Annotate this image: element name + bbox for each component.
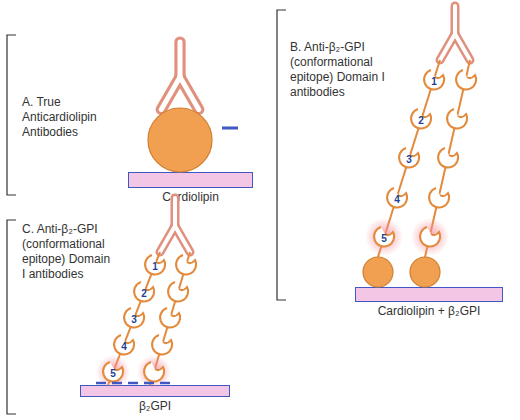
domain-number: 4: [394, 194, 400, 205]
protein-backbone: [108, 252, 160, 385]
panel-bracket: [7, 220, 16, 414]
panel-label: B. Anti-β₂-GPI (conformational epitope) …: [290, 40, 385, 100]
panel-bracket: [277, 10, 286, 300]
domain-number: 2: [141, 288, 147, 299]
panel-label: C. Anti-β₂-GPI (conformational epitope) …: [22, 222, 114, 282]
antibody-symbol: [160, 198, 190, 252]
negative-charges: [96, 382, 170, 385]
domain-number: 1: [152, 261, 158, 272]
binding-glow: [411, 218, 449, 256]
bar-label: Cardiolipin + β₂GPI: [378, 304, 481, 318]
antibody-symbol: [161, 42, 199, 110]
domain-loops: [374, 70, 476, 247]
antibody-symbol: [440, 6, 470, 60]
domain-number: 5: [381, 233, 387, 244]
binding-glow: [365, 218, 403, 256]
bar-label: Cardiolipin: [162, 190, 219, 204]
protein-sphere: [148, 108, 212, 172]
domain-number: 1: [431, 76, 437, 87]
protein-backbone: [425, 60, 470, 257]
bar-label: β₂GPI: [139, 399, 171, 413]
domain-number: 3: [406, 154, 412, 165]
domain-number: 4: [121, 341, 127, 352]
protein-sphere: [410, 257, 440, 287]
domain-loops: [103, 255, 196, 382]
membrane-bar: β₂GPI: [80, 385, 230, 397]
binding-glow: [137, 355, 171, 389]
protein-backbone: [378, 60, 440, 257]
domain-number: 3: [131, 314, 137, 325]
domain-number: 5: [110, 368, 116, 379]
membrane-bar: Cardiolipin + β₂GPI: [355, 287, 503, 302]
protein-sphere: [363, 257, 393, 287]
negative-charge: [222, 127, 238, 130]
binding-glow: [96, 355, 130, 389]
domain-number: 2: [418, 115, 424, 126]
panel-bracket: [7, 35, 16, 195]
membrane-bar: Cardiolipin: [128, 172, 253, 188]
panel-label: A. True Anticardiolipin Antibodies: [22, 95, 117, 140]
protein-backbone: [150, 252, 190, 385]
